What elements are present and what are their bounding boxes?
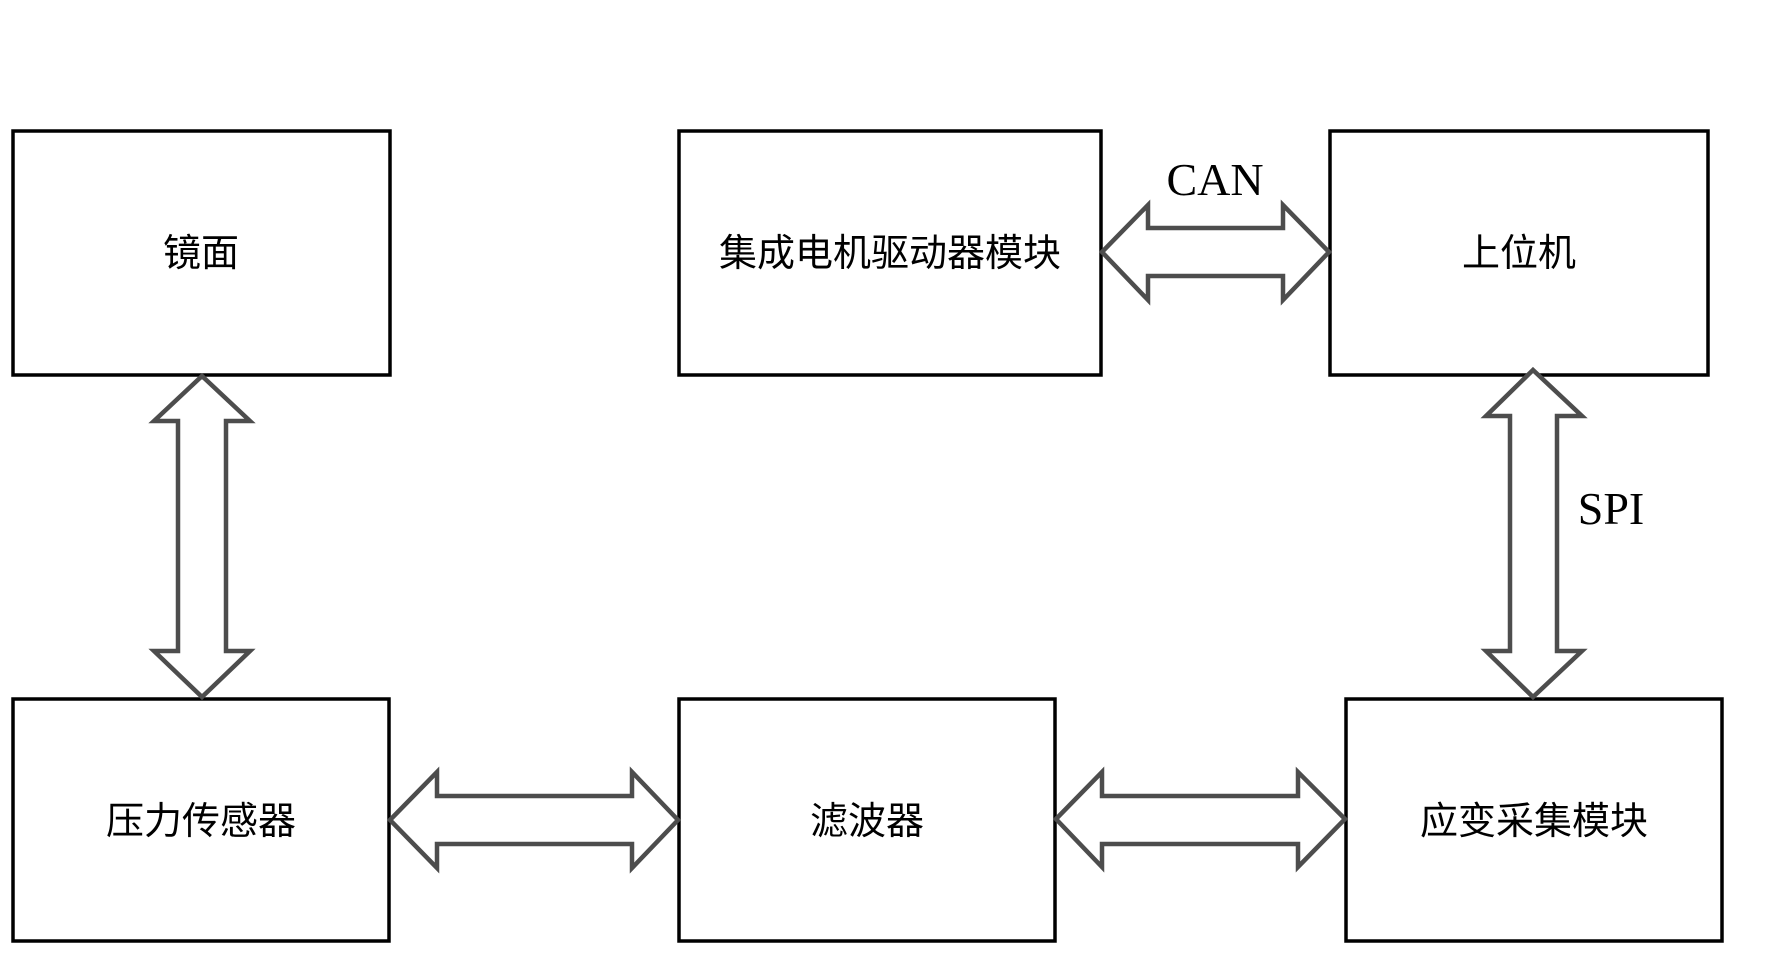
node-box: [677, 697, 1057, 943]
bidirectional-arrow-can: [1098, 199, 1333, 306]
node-mirror: 镜面: [11, 129, 392, 377]
node-box: [677, 129, 1103, 377]
bidirectional-arrow-filter-strain: [1052, 766, 1349, 873]
node-box: [11, 129, 392, 377]
node-host: 上位机: [1328, 129, 1710, 377]
node-box: [1344, 697, 1724, 943]
node-strain-acquisition: 应变采集模块: [1344, 697, 1724, 943]
node-label: 上位机: [1462, 231, 1576, 275]
node-label: 滤波器: [810, 799, 924, 843]
node-box: [1328, 129, 1710, 377]
node-label: 压力传感器: [106, 799, 296, 843]
node-filter: 滤波器: [677, 697, 1057, 943]
node-label: 应变采集模块: [1420, 799, 1648, 843]
edge-label-can: CAN: [1166, 154, 1263, 205]
bidirectional-arrow-pressure-filter: [386, 766, 682, 874]
bidirectional-arrow-spi: [1480, 366, 1588, 701]
bidirectional-arrow-mirror-pressure: [148, 372, 256, 701]
node-pressure-sensor: 压力传感器: [11, 697, 391, 943]
node-label: 镜面: [163, 231, 239, 275]
edge-label-spi: SPI: [1578, 483, 1644, 534]
node-box: [11, 697, 391, 943]
node-label: 集成电机驱动器模块: [719, 231, 1061, 275]
node-motor-driver: 集成电机驱动器模块: [677, 129, 1103, 377]
